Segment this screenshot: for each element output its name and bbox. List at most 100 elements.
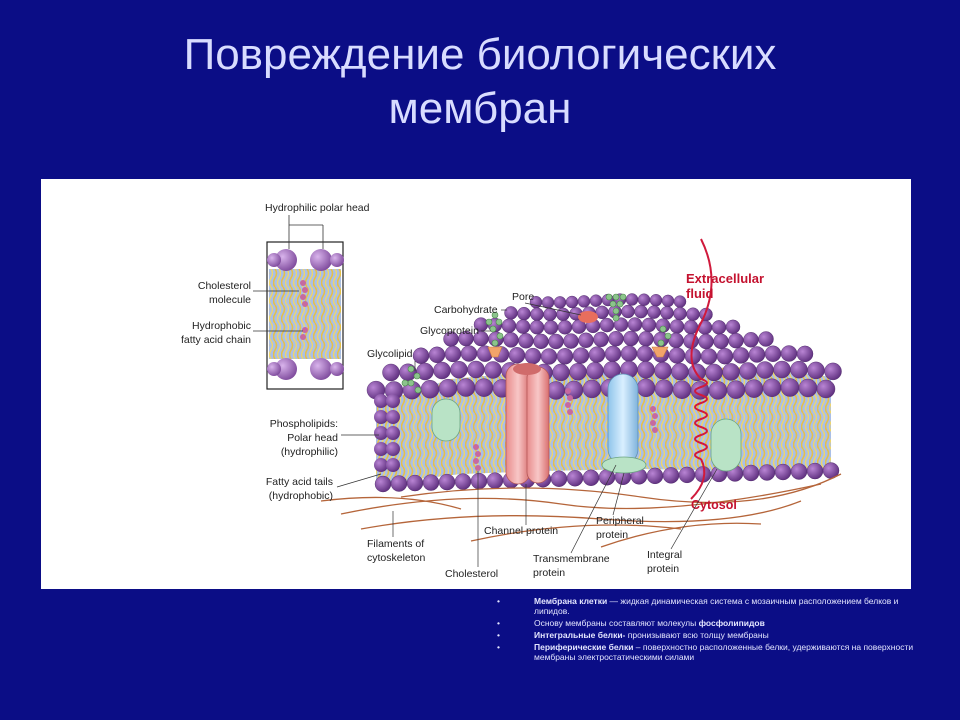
polar-head [621,304,635,319]
polar-head [773,360,791,379]
polar-head [556,307,570,322]
polar-head [672,380,692,399]
label-carbohydrate: Carbohydrate [434,304,498,316]
polar-head [627,317,643,332]
label-extracellular-2: fluid [686,286,713,301]
label-channel-protein: Channel protein [484,525,558,537]
label-fatty-tails-1: Fatty acid tails [266,476,333,488]
polar-head [422,474,440,491]
polar-head [450,361,468,379]
polar-head [399,363,417,381]
note-text: пронизывают всю толщу мембраны [625,630,769,640]
polar-head [566,470,584,487]
membrane-diagram-svg: Hydrophilic polar head Cholesterol molec… [181,202,842,580]
polar-head [774,463,792,481]
polar-head [550,470,568,487]
polar-head [438,378,458,398]
label-hydrophobic-1: Hydrophobic [192,320,251,332]
polar-head [582,379,602,399]
polar-head [728,332,744,349]
polar-head [744,379,764,398]
polar-head [503,332,519,348]
polar-head [548,333,564,350]
polar-head [552,363,570,382]
polar-head [543,320,559,335]
polar-head [556,348,574,365]
polar-head [386,410,400,424]
polar-head [593,331,609,348]
polar-head [641,317,657,333]
polar-head [386,458,400,472]
polar-head [669,319,685,334]
label-transmembrane-1: Transmembrane [533,553,610,565]
polar-head [790,360,808,379]
label-phospholipids-2: Polar head [287,432,338,444]
note-bold: Интегральные белки- [534,630,626,640]
polar-head [382,363,400,382]
polar-head [374,394,388,408]
polar-head [649,294,663,307]
label-hydrophilic-polar-head: Hydrophilic polar head [265,202,370,214]
polar-head [700,348,718,365]
helix-protein [690,238,713,500]
polar-head [722,363,740,381]
polar-head [524,347,542,365]
polar-head [608,331,624,347]
polar-head [589,294,603,307]
note-bold: Мембрана клетки [534,596,608,606]
polar-head [438,473,456,491]
note-item: Периферические белки – поверхностно расп… [497,642,917,662]
note-item: Интегральные белки- пронизывают всю толщ… [497,630,917,640]
transmembrane-protein [601,373,647,474]
label-extracellular-1: Extracellular [686,271,764,286]
polar-head [780,378,800,397]
notes-list: Мембрана клетки — жидкая динамическая си… [497,596,917,664]
label-phospholipids-1: Phospholipids: [270,418,338,430]
polar-head [758,331,774,347]
polar-head [578,332,594,348]
polar-head [646,467,664,485]
polar-head [533,333,549,350]
label-transmembrane-2: protein [533,567,565,579]
polar-head [420,380,440,399]
note-bold: Периферические белки [534,642,634,652]
polar-head [406,474,424,492]
label-cholesterol: Cholesterol [445,568,498,580]
polar-head [529,320,545,335]
polar-head [374,426,388,440]
label-filaments-2: cytoskeleton [367,552,426,564]
pore [578,311,598,323]
polar-head [474,378,494,397]
polar-head [824,362,842,381]
polar-head [577,295,591,308]
label-glycoprotein: Glycoprotein [420,325,479,337]
polar-head [569,363,587,381]
polar-head [508,347,526,364]
polar-head [758,464,776,481]
polar-head [716,347,734,365]
polar-head [504,306,518,320]
slide-title: Повреждение биологических мембран [0,28,960,136]
polar-head [586,362,604,380]
label-integral-2: protein [647,563,679,575]
polar-head [390,475,408,492]
polar-head [428,346,446,364]
inset-cholesterol [300,280,308,340]
polar-head [748,346,766,363]
carbohydrate-chains [401,293,672,394]
polar-head [705,363,723,382]
polar-head [374,458,388,472]
label-integral-1: Integral [647,549,682,561]
note-item: Мембрана клетки — жидкая динамическая си… [497,596,917,616]
label-cytosol: Cytosol [691,498,737,512]
inner-polar-heads [374,462,840,493]
polar-head [374,442,388,456]
polar-head [484,361,502,379]
polar-head [678,466,696,484]
polar-head [654,379,674,398]
polar-head [546,381,566,400]
polar-head [725,319,741,335]
cytoskeleton-filaments [320,473,842,548]
polar-head [515,319,531,334]
polar-head [501,318,517,334]
